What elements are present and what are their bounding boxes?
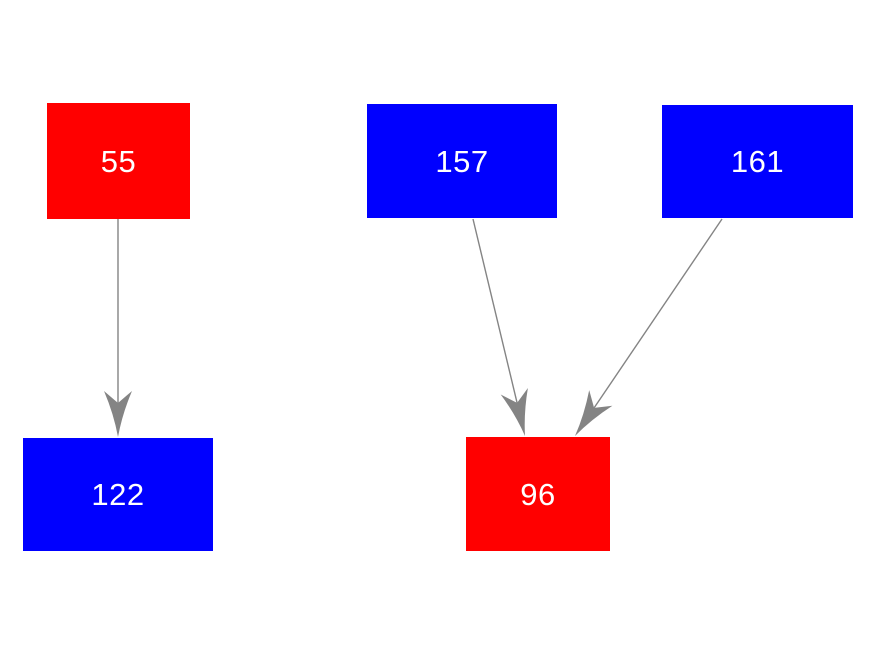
arrowhead-icon xyxy=(575,390,613,436)
edge-line-161-96 xyxy=(593,218,723,409)
node-label-161: 161 xyxy=(730,144,785,179)
graph-node-96: 96 xyxy=(466,437,610,551)
graph-node-157: 157 xyxy=(367,104,557,218)
arrowhead-icon xyxy=(104,391,132,437)
node-label-96: 96 xyxy=(520,476,556,512)
edge-line-157-96 xyxy=(472,218,518,404)
graph-node-122: 122 xyxy=(23,438,213,551)
node-label-122: 122 xyxy=(91,477,145,512)
node-label-55: 55 xyxy=(100,143,137,179)
node-label-157: 157 xyxy=(435,143,489,179)
graph-node-55: 55 xyxy=(47,103,190,219)
graph-node-161: 161 xyxy=(662,105,853,218)
arrowhead-icon xyxy=(500,388,528,436)
